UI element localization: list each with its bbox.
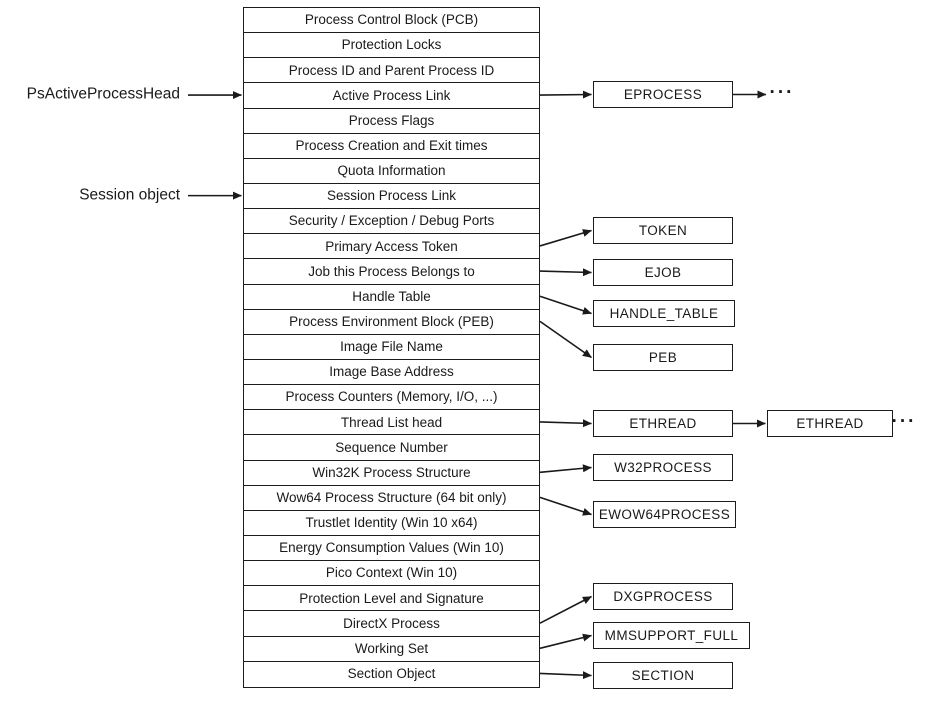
stack-row: DirectX Process xyxy=(244,611,539,637)
stack-row: Process Creation and Exit times xyxy=(244,133,539,159)
stack-row: Process Control Block (PCB) xyxy=(244,8,539,34)
stack-row: Security / Exception / Debug Ports xyxy=(244,209,539,235)
stack-row: Working Set xyxy=(244,636,539,662)
stack-row: Thread List head xyxy=(244,410,539,436)
pointer-arrow xyxy=(539,595,592,624)
structure-box-ethread2: ETHREAD xyxy=(767,410,893,437)
pointer-arrow xyxy=(539,268,592,277)
pointer-arrow xyxy=(539,419,592,428)
pointer-arrow xyxy=(539,90,592,99)
stack-row: Primary Access Token xyxy=(244,234,539,260)
stack-row: Process Flags xyxy=(244,108,539,134)
stack-row: Image Base Address xyxy=(244,359,539,386)
stack-row: Active Process Link xyxy=(244,83,539,109)
field-stack: Process Control Block (PCB)Protection Lo… xyxy=(243,7,540,689)
structure-box-peb: PEB xyxy=(593,344,733,371)
pointer-arrow xyxy=(539,671,592,680)
structure-box-dxgprocess: DXGPROCESS xyxy=(593,583,733,610)
stack-row: Section Object xyxy=(244,661,539,687)
pointer-arrow xyxy=(539,229,592,247)
structure-box-mmsupport_full: MMSUPPORT_FULL xyxy=(593,622,750,649)
structure-box-section: SECTION xyxy=(593,662,733,689)
continuation-dots: ··· xyxy=(891,410,917,432)
stack-row: Sequence Number xyxy=(244,435,539,461)
stack-row: Image File Name xyxy=(244,334,539,360)
structure-box-ethread: ETHREAD xyxy=(593,410,733,437)
structure-box-ewow64process: EWOW64PROCESS xyxy=(593,501,736,528)
structure-box-handle_table: HANDLE_TABLE xyxy=(593,300,735,327)
pointer-arrow xyxy=(539,295,592,315)
stack-row: Job this Process Belongs to xyxy=(244,259,539,285)
stack-row: Process ID and Parent Process ID xyxy=(244,58,539,84)
pointer-label: Session object xyxy=(79,185,180,203)
stack-row: Protection Locks xyxy=(244,33,539,59)
stack-row: Quota Information xyxy=(244,158,539,184)
stack-row: Session Process Link xyxy=(244,183,539,210)
structure-box-w32process: W32PROCESS xyxy=(593,454,733,481)
pointer-arrow xyxy=(539,464,592,474)
continuation-dots: ··· xyxy=(769,81,795,103)
stack-row: Win32K Process Structure xyxy=(244,460,539,486)
stack-row: Pico Context (Win 10) xyxy=(244,561,539,587)
stack-row: Process Counters (Memory, I/O, ...) xyxy=(244,385,539,411)
pointer-arrow xyxy=(539,320,592,359)
pointer-label: PsActiveProcessHead xyxy=(26,85,180,103)
stack-row: Protection Level and Signature xyxy=(244,586,539,612)
stack-row: Energy Consumption Values (Win 10) xyxy=(244,535,539,562)
structure-box-token: TOKEN xyxy=(593,217,733,244)
stack-row: Process Environment Block (PEB) xyxy=(244,309,539,335)
stack-row: Handle Table xyxy=(244,284,539,310)
structure-box-eprocess: EPROCESS xyxy=(593,81,733,108)
stack-row: Wow64 Process Structure (64 bit only) xyxy=(244,485,539,511)
pointer-arrow xyxy=(539,633,592,650)
pointer-arrow xyxy=(539,496,592,516)
stack-row: Trustlet Identity (Win 10 x64) xyxy=(244,510,539,536)
structure-box-ejob: EJOB xyxy=(593,259,733,286)
